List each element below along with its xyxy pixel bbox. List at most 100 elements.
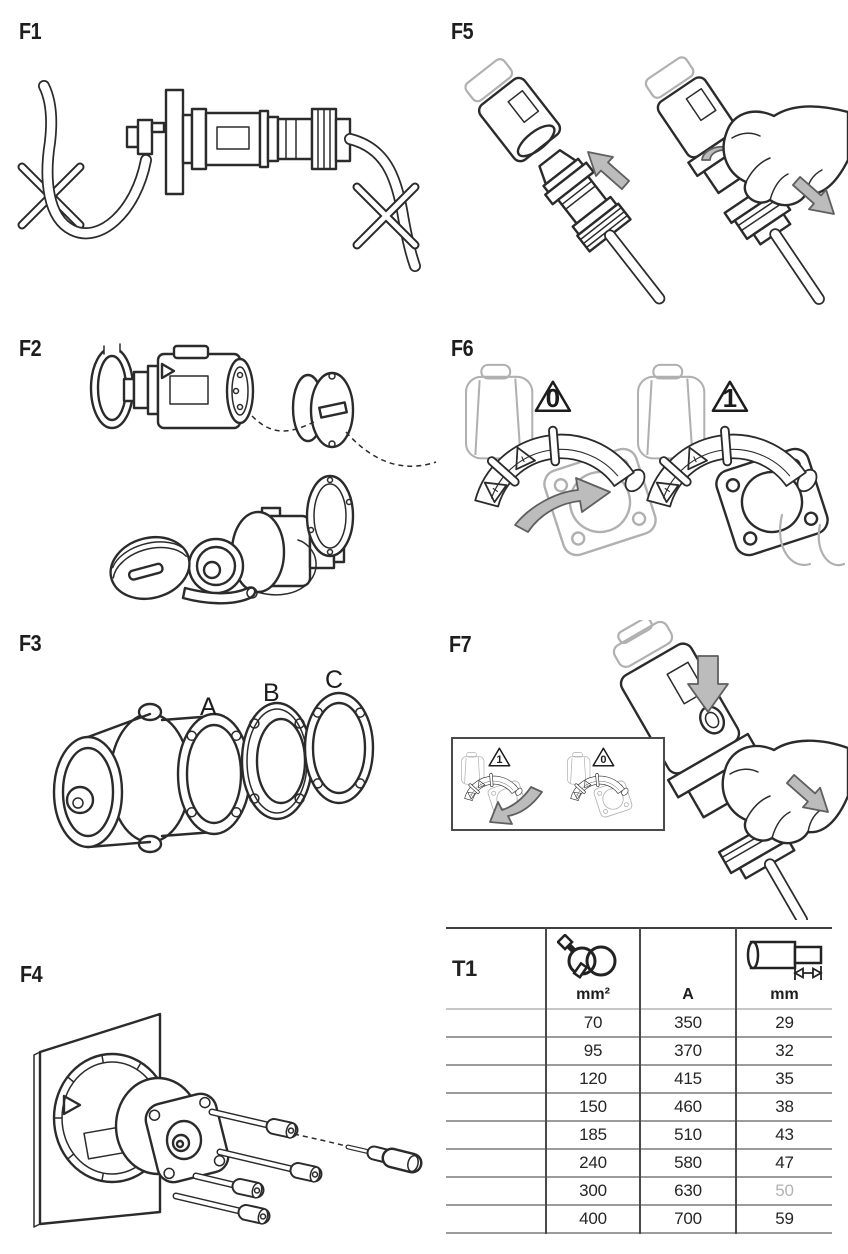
cap-strap <box>181 539 317 605</box>
figure-f2: F2 <box>0 320 440 620</box>
badge-0-label: 0 <box>546 383 560 413</box>
cell-a: 510 <box>639 1121 736 1149</box>
warning-triangle-0: 0 <box>534 380 572 413</box>
cell-mm: 29 <box>735 1009 832 1037</box>
figure-f4: F4 <box>0 920 440 1254</box>
warning-triangle-1-small: 1 <box>488 747 511 767</box>
leader-dashed <box>293 1133 347 1147</box>
cell-mm: 43 <box>735 1121 832 1149</box>
figure-f3: F3 <box>0 620 440 920</box>
rubber-cap <box>109 536 191 600</box>
unit-mm: mm <box>770 986 799 1003</box>
f2-drawing <box>89 343 437 605</box>
col-header-current: A <box>639 928 736 1009</box>
cell-mm-muted: 50 <box>735 1177 832 1205</box>
warning-triangle-1: 1 <box>711 380 749 413</box>
cell-mm2: 185 <box>545 1121 640 1149</box>
socket-body <box>122 344 255 430</box>
cell-mm2: 95 <box>545 1037 640 1065</box>
arrow-remove-icon <box>791 175 835 215</box>
leader-dashed <box>345 431 437 467</box>
flange-ring-c <box>303 691 375 805</box>
cell-mm2: 240 <box>545 1149 640 1177</box>
cell-a: 460 <box>639 1093 736 1121</box>
gasket-ring <box>305 474 355 558</box>
figure-f6: F6 0 1 <box>430 320 848 620</box>
connector-housing <box>52 702 216 854</box>
f3-drawing: A B C <box>52 666 375 854</box>
hand <box>721 739 848 845</box>
col-header-strip-length: mm <box>735 928 832 1009</box>
lock-ring-position-open <box>466 365 659 559</box>
figure-f2-label: F2 <box>19 335 42 361</box>
inset-badge-1-label: 1 <box>496 754 502 766</box>
f4-drawing <box>33 1012 423 1228</box>
arrow-insert-icon <box>587 151 631 191</box>
protective-cap <box>291 371 355 449</box>
arrow-rotate-unlock-icon <box>489 786 543 825</box>
prohibited-x-icon <box>352 182 420 250</box>
cell-mm2: 150 <box>545 1093 640 1121</box>
warning-triangle-0-small: 0 <box>592 747 615 767</box>
figure-f5: F5 <box>440 0 848 320</box>
figure-f3-label: F3 <box>19 630 42 656</box>
connector-body <box>181 107 352 171</box>
mounting-screws <box>172 1108 323 1225</box>
figure-f1: F1 <box>0 0 440 320</box>
figure-f7-label: F7 <box>449 631 472 657</box>
cable-strip-length-icon <box>746 940 823 980</box>
cell-mm2: 300 <box>545 1177 640 1205</box>
panel-connector <box>52 1052 230 1184</box>
arrow-rotate-lock-icon <box>514 477 611 533</box>
part-label-b: B <box>263 679 280 707</box>
inset-badge-0-label: 0 <box>600 754 606 766</box>
flange-ring-a <box>176 712 252 836</box>
cable-coil-icon <box>557 934 617 979</box>
ghost-cable <box>779 513 812 567</box>
figure-f6-label: F6 <box>451 335 474 361</box>
cell-mm: 38 <box>735 1093 832 1121</box>
cell-a: 580 <box>639 1149 736 1177</box>
unit-a: A <box>682 986 694 1003</box>
mounting-bracket <box>125 118 166 156</box>
figure-f4-label: F4 <box>20 961 43 987</box>
panel <box>164 88 185 196</box>
col-header-cross-section: mm² <box>545 928 640 1009</box>
unit-mm2: mm² <box>576 986 610 1003</box>
ghost-cable <box>817 523 846 567</box>
cell-mm2: 120 <box>545 1065 640 1093</box>
cell-a: 370 <box>639 1037 736 1065</box>
part-label-c: C <box>325 666 343 694</box>
arrow-pull-icon <box>785 773 829 813</box>
figure-f1-label: F1 <box>19 18 42 44</box>
badge-1-label: 1 <box>723 383 737 413</box>
table-t1-label: T1 <box>452 955 477 981</box>
table-header-row: T1 mm² A <box>446 928 832 1009</box>
arrow-press-latch-icon <box>687 655 729 713</box>
figure-f7: F7 <box>430 620 848 920</box>
f7-drawing: 1 0 <box>451 620 848 920</box>
cell-a: 700 <box>639 1205 736 1233</box>
lock-ring <box>89 343 135 430</box>
flange-ring-b <box>240 701 314 821</box>
cell-mm2: 400 <box>545 1205 640 1233</box>
f6-drawing: 0 1 <box>430 320 846 567</box>
cell-a: 630 <box>639 1177 736 1205</box>
cell-mm: 32 <box>735 1037 832 1065</box>
cell-mm: 47 <box>735 1149 832 1177</box>
f1-drawing <box>17 80 421 272</box>
plug-assembly-insert <box>464 58 666 305</box>
cell-a: 415 <box>639 1065 736 1093</box>
unlock-inset: 1 0 <box>451 737 665 831</box>
cable-left <box>38 80 152 240</box>
cell-mm: 35 <box>735 1065 832 1093</box>
